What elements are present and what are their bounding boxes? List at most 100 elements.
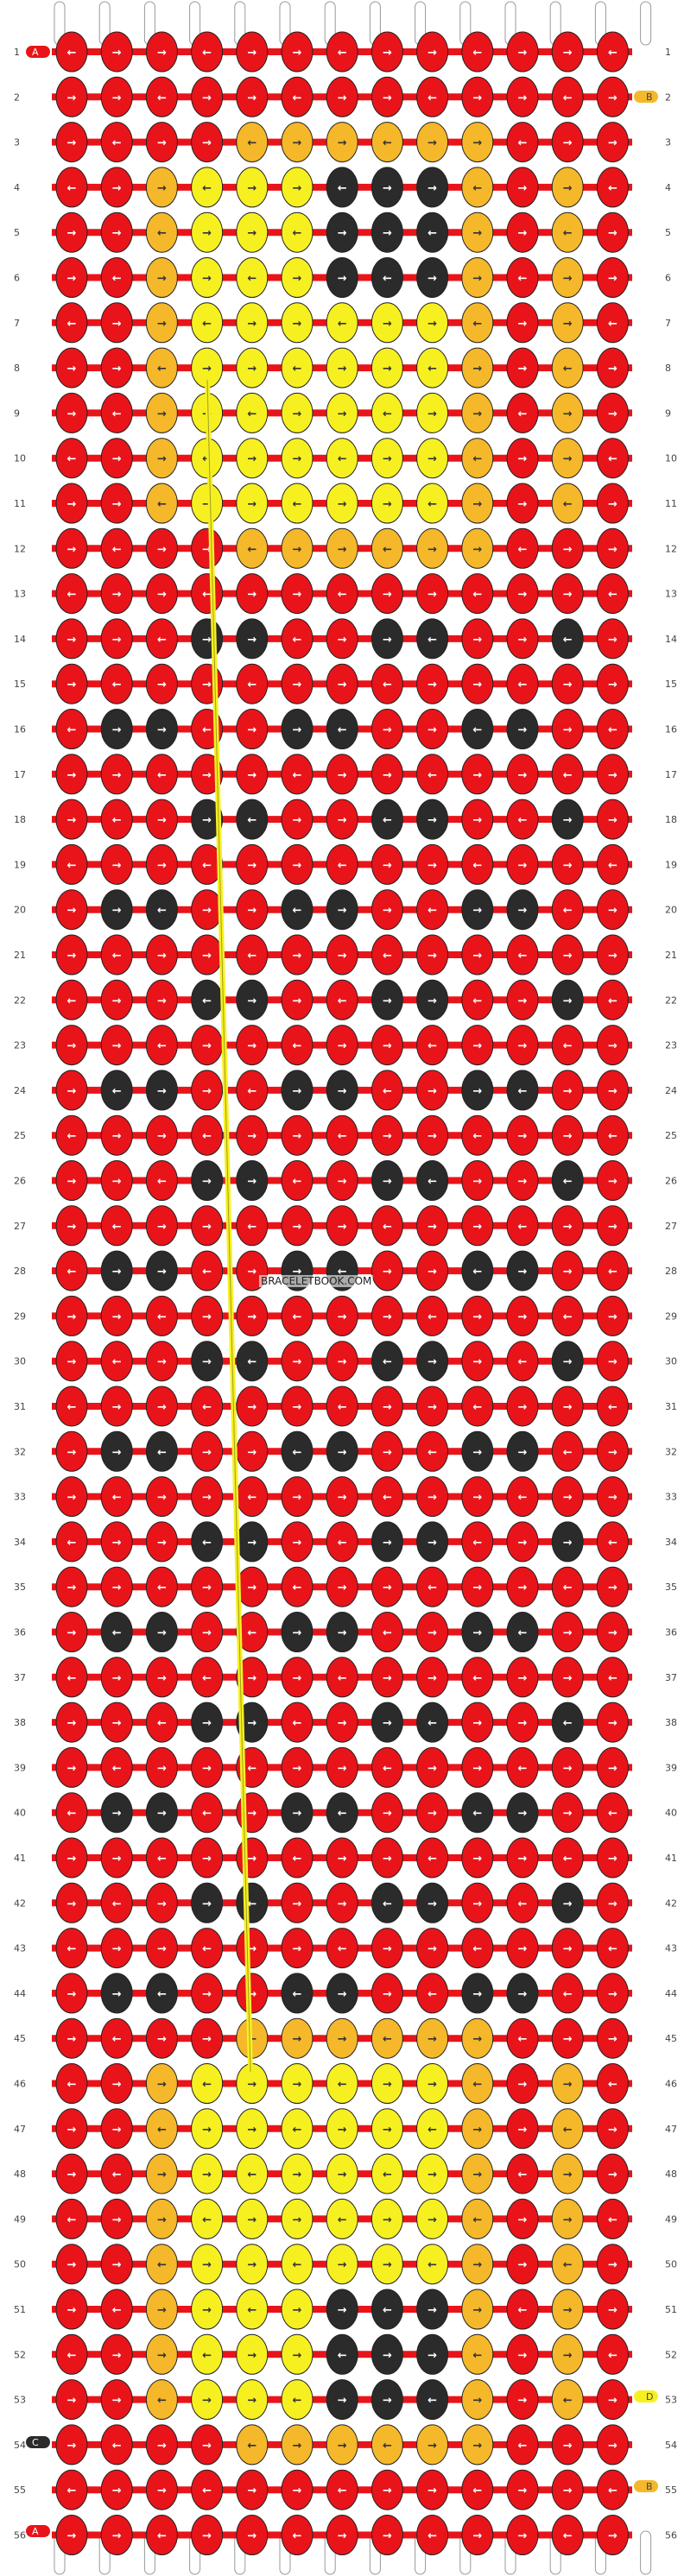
arrow-right-icon: → bbox=[383, 2213, 392, 2226]
arrow-right-icon: → bbox=[518, 2213, 528, 2226]
arrow-left-icon: ← bbox=[293, 2395, 302, 2408]
arrow-right-icon: → bbox=[338, 679, 347, 691]
row-number-right: 7 bbox=[665, 318, 671, 329]
arrow-right-icon: → bbox=[157, 137, 167, 150]
arrow-right-icon: → bbox=[472, 905, 482, 918]
arrow-left-icon: ← bbox=[383, 2304, 392, 2317]
knot-orange bbox=[236, 527, 269, 569]
arrow-right-icon: → bbox=[247, 1582, 256, 1594]
arrow-right-icon: → bbox=[202, 1356, 212, 1369]
knot-black bbox=[506, 1250, 539, 1291]
knot-red bbox=[100, 2017, 133, 2059]
arrow-left-icon: ← bbox=[518, 1221, 528, 1234]
arrow-right-icon: → bbox=[563, 1943, 573, 1956]
knot-red bbox=[596, 167, 629, 208]
arrow-right-icon: → bbox=[338, 2395, 347, 2408]
row-number-right: 16 bbox=[665, 724, 677, 736]
arrow-right-icon: → bbox=[383, 2484, 392, 2497]
knot-yellow bbox=[281, 2153, 314, 2194]
arrow-right-icon: → bbox=[157, 1356, 167, 1369]
knot-red bbox=[145, 122, 178, 163]
knot-red bbox=[100, 167, 133, 208]
knot-yellow bbox=[236, 212, 269, 253]
arrow-right-icon: → bbox=[112, 589, 122, 602]
knot-red bbox=[55, 1295, 88, 1336]
arrow-left-icon: ← bbox=[563, 1310, 573, 1323]
knot-yellow bbox=[191, 2244, 224, 2285]
knot-red bbox=[55, 347, 88, 388]
knot-red bbox=[55, 1205, 88, 1247]
arrow-right-icon: → bbox=[157, 1897, 167, 1910]
arrow-right-icon: → bbox=[518, 994, 528, 1007]
knot-red bbox=[100, 1386, 133, 1427]
arrow-right-icon: → bbox=[428, 1672, 437, 1685]
arrow-left-icon: ← bbox=[518, 1627, 528, 1640]
knot-red bbox=[281, 618, 314, 660]
knot-red bbox=[145, 573, 178, 615]
knot-orange bbox=[551, 2379, 584, 2421]
arrow-left-icon: ← bbox=[247, 1627, 256, 1640]
arrow-left-icon: ← bbox=[563, 769, 573, 782]
arrow-left-icon: ← bbox=[157, 2259, 167, 2272]
arrow-right-icon: → bbox=[112, 1130, 122, 1143]
row-number-left: 48 bbox=[14, 2169, 26, 2180]
arrow-right-icon: → bbox=[293, 1356, 302, 1369]
arrow-left-icon: ← bbox=[608, 2079, 618, 2092]
arrow-right-icon: → bbox=[608, 2440, 618, 2453]
arrow-right-icon: → bbox=[428, 1627, 437, 1640]
knot-black bbox=[551, 1521, 584, 1563]
arrow-right-icon: → bbox=[67, 92, 77, 104]
knot-red bbox=[461, 843, 494, 885]
knot-orange bbox=[461, 483, 494, 524]
knot-red bbox=[236, 1973, 269, 2014]
knot-black bbox=[416, 2379, 449, 2421]
arrow-right-icon: → bbox=[608, 1085, 618, 1098]
arrow-right-icon: → bbox=[563, 994, 573, 1007]
knot-orange bbox=[416, 2017, 449, 2059]
arrow-right-icon: → bbox=[563, 814, 573, 827]
knot-red bbox=[551, 1928, 584, 1969]
arrow-left-icon: ← bbox=[518, 679, 528, 691]
arrow-left-icon: ← bbox=[608, 453, 618, 466]
arrow-right-icon: → bbox=[518, 47, 528, 60]
knot-red bbox=[55, 212, 88, 253]
arrow-left-icon: ← bbox=[428, 2124, 437, 2137]
arrow-right-icon: → bbox=[293, 137, 302, 150]
knot-black bbox=[370, 1521, 403, 1563]
knot-black bbox=[326, 2289, 358, 2330]
arrow-left-icon: ← bbox=[518, 1356, 528, 1369]
arrow-right-icon: → bbox=[112, 769, 122, 782]
knot-red bbox=[461, 2515, 494, 2555]
row-number-left: 22 bbox=[14, 994, 26, 1006]
knot-red bbox=[506, 573, 539, 615]
knot-red bbox=[416, 934, 449, 975]
arrow-right-icon: → bbox=[293, 2169, 302, 2181]
arrow-right-icon: → bbox=[247, 1401, 256, 1414]
arrow-right-icon: → bbox=[247, 1672, 256, 1685]
arrow-left-icon: ← bbox=[608, 1266, 618, 1279]
arrow-right-icon: → bbox=[67, 2124, 77, 2137]
arrow-left-icon: ← bbox=[338, 453, 347, 466]
knot-red bbox=[370, 754, 403, 795]
arrow-left-icon: ← bbox=[157, 92, 167, 104]
knot-red bbox=[551, 709, 584, 749]
arrow-right-icon: → bbox=[428, 1762, 437, 1775]
arrow-right-icon: → bbox=[157, 47, 167, 60]
arrow-right-icon: → bbox=[293, 1266, 302, 1279]
knot-yellow bbox=[281, 167, 314, 208]
row-number-left: 28 bbox=[14, 1266, 26, 1277]
knot-red bbox=[506, 843, 539, 885]
arrow-left-icon: ← bbox=[472, 2213, 482, 2226]
arrow-right-icon: → bbox=[338, 1356, 347, 1369]
knot-red bbox=[596, 618, 629, 660]
knot-red bbox=[55, 934, 88, 975]
knot-red bbox=[506, 392, 539, 433]
row-number-right: 15 bbox=[665, 679, 677, 690]
knot-black bbox=[370, 1160, 403, 1201]
knot-orange bbox=[551, 2108, 584, 2150]
arrow-right-icon: → bbox=[112, 1401, 122, 1414]
arrow-left-icon: ← bbox=[428, 769, 437, 782]
arrow-right-icon: → bbox=[518, 363, 528, 376]
arrow-right-icon: → bbox=[247, 227, 256, 240]
arrow-right-icon: → bbox=[338, 227, 347, 240]
